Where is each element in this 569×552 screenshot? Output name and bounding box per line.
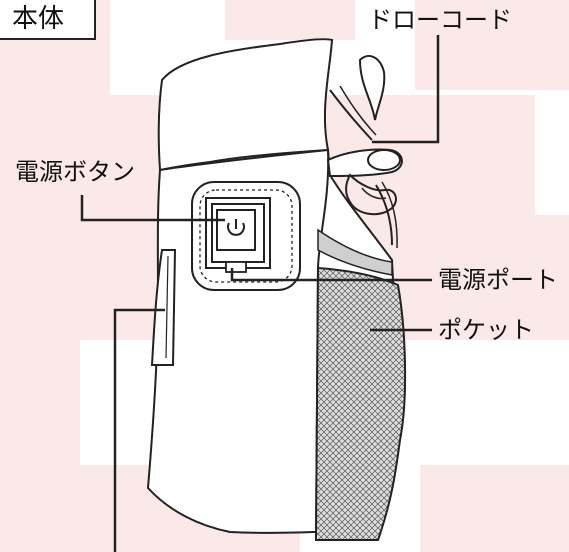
callout-lines [80, 35, 440, 552]
section-title: 本体 [12, 4, 65, 34]
pocket [314, 266, 407, 541]
power-port [225, 261, 247, 273]
drawcord-label: ドローコード [368, 6, 512, 34]
background-tile [225, 0, 355, 40]
side-flap-seam [165, 255, 169, 359]
background-tile [0, 340, 80, 465]
neck-band [317, 228, 393, 276]
power-port-label: 電源ポート [438, 266, 558, 294]
power-port-leader [230, 268, 432, 282]
drawcord-leader [372, 35, 440, 144]
background-tile [415, 0, 569, 90]
background-tile [0, 95, 160, 215]
side-flap [150, 249, 177, 366]
flap-leader [113, 308, 165, 552]
hood [157, 38, 334, 172]
drawcord [326, 55, 403, 249]
power-button-label: 電源ボタン [15, 158, 135, 186]
power-button [216, 209, 256, 251]
background-tile [420, 465, 569, 552]
power-icon [227, 222, 245, 236]
pocket-label: ポケット [438, 316, 534, 344]
power-button-leader [80, 195, 225, 222]
title-box: 本体 [0, 0, 96, 40]
